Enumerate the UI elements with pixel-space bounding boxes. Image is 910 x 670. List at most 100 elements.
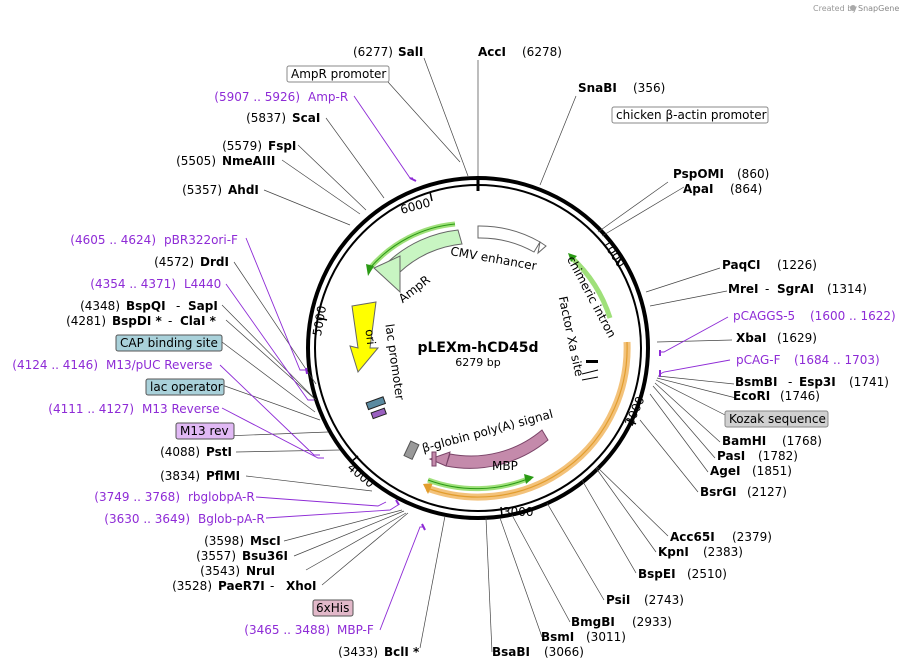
plasmid-length: 6279 bp (455, 356, 500, 369)
svg-text:(6277): (6277) (353, 45, 393, 59)
site-psti[interactable]: (4088) PstI (160, 445, 232, 459)
site-paqci[interactable]: PaqCI (1226) (722, 258, 817, 272)
box-cap-binding-site[interactable]: CAP binding site (115, 334, 223, 352)
primer-m13-reverse[interactable]: (4111 .. 4127) M13 Reverse (48, 402, 219, 416)
primer-l4440[interactable]: (4354 .. 4371) L4440 (90, 277, 221, 291)
tick-6000 (429, 191, 433, 202)
svg-text:(1629): (1629) (777, 331, 817, 345)
site-nmeaiii[interactable]: (5505) NmeAIII (176, 154, 275, 168)
site-bspei[interactable]: BspEI (2510) (638, 567, 727, 581)
svg-text:(5505): (5505) (176, 154, 216, 168)
ampr-label: AmpR (396, 273, 433, 306)
svg-text:BspDI *: BspDI * (112, 314, 162, 328)
site-bcli[interactable]: (3433) BclI * (338, 645, 420, 659)
site-bamhi[interactable]: BamHI (1768) (722, 434, 822, 448)
site-kpni[interactable]: KpnI (2383) (658, 545, 743, 559)
svg-text:AccI: AccI (478, 45, 506, 59)
marker-2 (581, 376, 599, 381)
primer-bglob-pa-r[interactable]: (3630 .. 3649) Bglob-pA-R (104, 512, 264, 526)
primer-pbr322ori-f[interactable]: (4605 .. 4624) pBR322ori-F (70, 233, 238, 247)
svg-text:(3630 .. 3649): (3630 .. 3649) (104, 512, 190, 526)
svg-text:(1314): (1314) (827, 282, 867, 296)
site-paer7i-xhoi[interactable]: (3528) PaeR7I - XhoI (172, 579, 316, 593)
site-fspi[interactable]: (5579) FspI (222, 139, 296, 153)
svg-text:(1684 .. 1703): (1684 .. 1703) (794, 353, 880, 367)
site-sali[interactable]: (6277) SalI (353, 45, 423, 59)
site-nrui[interactable]: (3543) NruI (200, 564, 275, 578)
site-bspdi-clai[interactable]: (4281) BspDI * - ClaI * (66, 314, 217, 328)
site-acci[interactable]: AccI (6278) (478, 45, 562, 59)
lac-operator-mark (365, 396, 387, 411)
box-lac-operator[interactable]: lac operator (145, 378, 225, 396)
site-psii[interactable]: PsiI (2743) (606, 593, 684, 607)
svg-text:M13 Reverse: M13 Reverse (142, 402, 220, 416)
site-acc65i[interactable]: Acc65I (2379) (670, 530, 772, 544)
primer-amp-r[interactable]: (5907 .. 5926) Amp-R (214, 90, 348, 104)
box-kozak-sequence[interactable]: Kozak sequence (724, 410, 829, 428)
svg-text:(6278): (6278) (522, 45, 562, 59)
svg-text:(356): (356) (633, 81, 665, 95)
primer-m13-puc-reverse[interactable]: (4124 .. 4146) M13/pUC Reverse (12, 358, 212, 372)
tick-3000 (500, 506, 503, 517)
svg-text:(3011): (3011) (586, 630, 626, 644)
site-mrei-sgrai[interactable]: MreI - SgrAI (1314) (728, 282, 867, 296)
svg-text:-: - (765, 282, 769, 296)
primer-mbp-f[interactable]: (3465 .. 3488) MBP-F (244, 623, 374, 637)
cds-orange-outline (426, 341, 628, 498)
site-scai[interactable]: (5837) ScaI (246, 111, 320, 125)
green-arc-bottom-line (427, 477, 531, 490)
svg-text:(4124 .. 4146): (4124 .. 4146) (12, 358, 98, 372)
svg-text:FspI: FspI (268, 139, 296, 153)
site-bsmbi-esp3i[interactable]: BsmBI - Esp3I (1741) (735, 375, 889, 389)
box-chicken-actin-promoter[interactable]: chicken β-actin promoter (611, 106, 769, 124)
primer-pcaggs-5[interactable]: pCAGGS-5 (1600 .. 1622) (733, 309, 896, 323)
site-pspomi[interactable]: PspOMI (860) (673, 167, 769, 181)
site-ahdi[interactable]: (5357) AhdI (182, 183, 259, 197)
site-bsrgi[interactable]: BsrGI (2127) (700, 485, 787, 499)
svg-text:AhdI: AhdI (228, 183, 259, 197)
svg-text:AgeI: AgeI (710, 464, 740, 478)
svg-text:Acc65I: Acc65I (670, 530, 715, 544)
svg-text:pCAGGS-5: pCAGGS-5 (733, 309, 795, 323)
site-bsabi[interactable]: BsaBI (3066) (492, 645, 584, 659)
site-pflmi[interactable]: (3834) PflMI (160, 469, 240, 483)
cmv-label: CMV enhancer (449, 244, 537, 273)
site-xbai[interactable]: XbaI (1629) (736, 331, 817, 345)
site-bspqi-sapi[interactable]: (4348) BspQI - SapI (80, 299, 218, 313)
site-snabi[interactable]: SnaBI (356) (578, 81, 665, 95)
svg-text:NmeAIII: NmeAIII (222, 154, 275, 168)
svg-text:(2127): (2127) (747, 485, 787, 499)
ampr-arrowhead (373, 255, 401, 294)
site-agei[interactable]: AgeI (1851) (710, 464, 792, 478)
svg-text:chicken β-actin promoter: chicken β-actin promoter (616, 108, 767, 122)
site-msci[interactable]: (3598) MscI (204, 534, 281, 548)
tick-label-1000: 1000 (600, 237, 628, 270)
bglobin-box (403, 440, 420, 461)
svg-text:PaeR7I: PaeR7I (218, 579, 265, 593)
site-apai[interactable]: ApaI (864) (683, 182, 762, 196)
svg-text:-: - (168, 314, 172, 328)
svg-text:(4111 .. 4127): (4111 .. 4127) (48, 402, 134, 416)
box-m13-rev[interactable]: M13 rev (175, 422, 235, 440)
svg-text:(4281): (4281) (66, 314, 106, 328)
primer-rbglobpa-r[interactable]: (3749 .. 3768) rbglobpA-R (94, 490, 254, 504)
site-bsmi[interactable]: BsmI (3011) (541, 630, 626, 644)
site-drdi[interactable]: (4572) DrdI (154, 255, 229, 269)
site-pasi[interactable]: PasI (1782) (717, 449, 798, 463)
svg-text:(3749 .. 3768): (3749 .. 3768) (94, 490, 180, 504)
svg-text:(864): (864) (730, 182, 762, 196)
svg-text:(3528): (3528) (172, 579, 212, 593)
mbp-arc (445, 429, 549, 469)
site-bmgbi[interactable]: BmgBI (2933) (571, 615, 672, 629)
site-ecori[interactable]: EcoRI (1746) (733, 389, 820, 403)
box-6xhis[interactable]: 6xHis (312, 599, 354, 617)
svg-text:BspEI: BspEI (638, 567, 676, 581)
box-ampr-promoter[interactable]: AmpR promoter (286, 65, 390, 83)
svg-text:Bglob-pA-R: Bglob-pA-R (198, 512, 265, 526)
primer-pcag-f[interactable]: pCAG-F (1684 .. 1703) (736, 353, 880, 367)
svg-text:pCAG-F: pCAG-F (736, 353, 781, 367)
svg-text:SnaBI: SnaBI (578, 81, 617, 95)
site-bsu36i[interactable]: (3557) Bsu36I (196, 549, 288, 563)
svg-text:BsaBI: BsaBI (492, 645, 530, 659)
ori-arrow (349, 301, 380, 374)
